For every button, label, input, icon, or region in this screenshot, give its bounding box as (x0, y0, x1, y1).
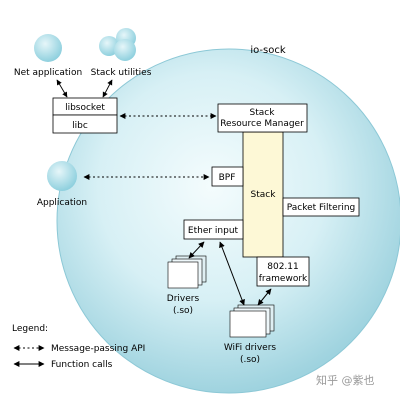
drivers-label-1: Drivers (167, 294, 200, 304)
legend-title: Legend: (12, 324, 48, 334)
packet-filtering-label: Packet Filtering (287, 203, 356, 213)
stack-utilities-label: Stack utilities (91, 68, 152, 78)
libc-label: libc (72, 121, 88, 131)
drivers-label-2: (.so) (173, 306, 193, 316)
application-label: Application (37, 198, 87, 208)
application-bubble (47, 161, 77, 191)
bpf-box (211, 166, 244, 187)
stack-label: Stack (251, 190, 277, 200)
ether-input-to-drivers-arrow (188, 241, 205, 259)
net-app-to-libsocket-arrow (56, 79, 68, 98)
ether-input-box (183, 219, 244, 240)
io-sock-title: io-sock (250, 45, 286, 56)
stack-resource-manager-box (217, 103, 308, 133)
stack-utilities-bubbles (99, 28, 136, 61)
stack-resource-manager-label-2: Resource Manager (220, 119, 304, 129)
libc-box (52, 114, 118, 134)
stack-column (242, 131, 284, 258)
legend-message-passing-label: Message-passing API (51, 344, 145, 354)
legend-function-calls-label: Function calls (51, 360, 113, 370)
wifi-drivers-icon (229, 304, 275, 338)
net-application-bubble (34, 34, 62, 62)
ether-input-to-wifi-drivers-arrow (219, 241, 245, 306)
ether-input-label: Ether input (188, 226, 239, 236)
libsocket-label: libsocket (65, 103, 105, 113)
framework-box (256, 256, 310, 287)
stack-resource-manager-label-1: Stack (250, 108, 276, 118)
net-application-label: Net application (14, 68, 82, 78)
stack-utils-to-libsocket-arrow (102, 79, 113, 98)
wifi-drivers-label-2: (.so) (240, 355, 260, 365)
drivers-icon (167, 255, 207, 289)
bpf-label: BPF (219, 173, 236, 183)
framework-label-2: framework (259, 274, 308, 284)
framework-label-1: 802.11 (267, 262, 299, 272)
watermark: 知乎 @紫也 (316, 373, 375, 387)
packet-filtering-box (282, 197, 360, 217)
framework-to-wifi-drivers-arrow (257, 288, 272, 306)
wifi-drivers-label-1: WiFi drivers (224, 343, 277, 353)
